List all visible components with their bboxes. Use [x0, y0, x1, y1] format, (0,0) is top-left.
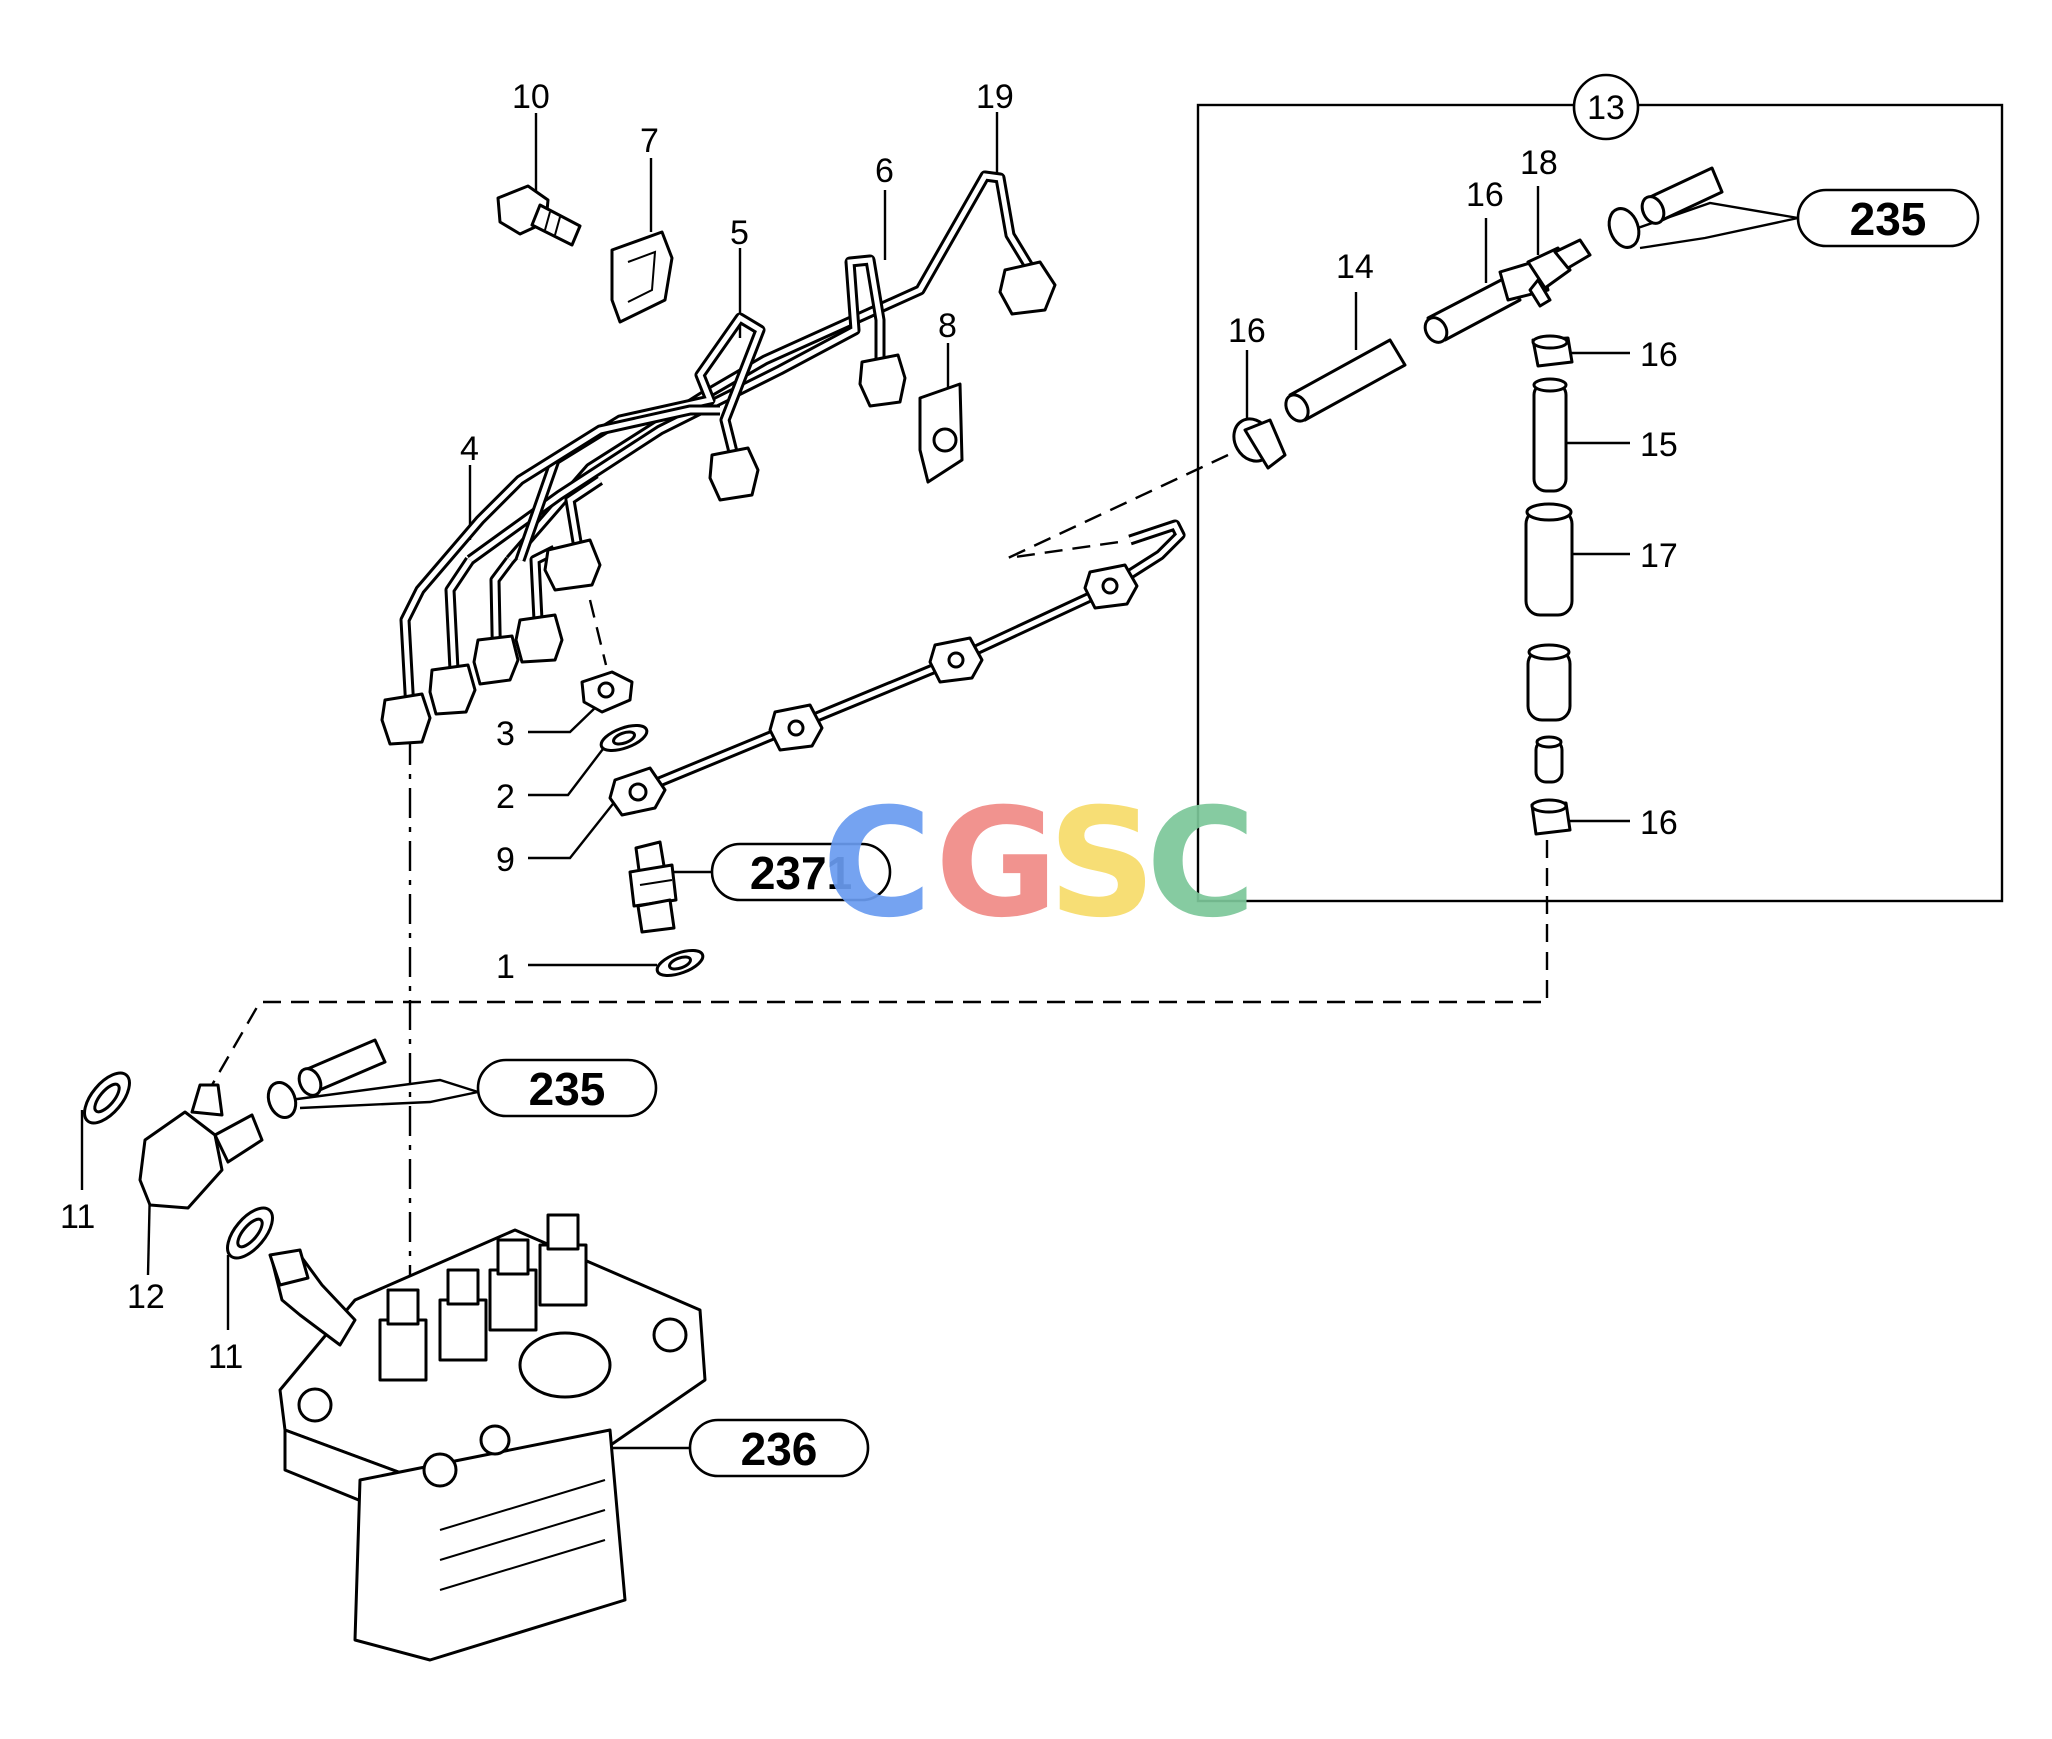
callout-2: 2	[496, 778, 515, 816]
callout-10: 10	[512, 78, 550, 116]
callout-16c: 16	[1640, 336, 1678, 374]
watermark-letter-2: G	[935, 777, 1058, 951]
callout-5: 5	[730, 214, 749, 252]
watermark-letter-3: S	[1048, 777, 1156, 951]
svg-text:236: 236	[741, 1423, 818, 1475]
ref-236[interactable]: 236	[688, 1418, 870, 1478]
callout-7: 7	[640, 122, 659, 160]
svg-text:235: 235	[529, 1063, 606, 1115]
clamp-7	[610, 230, 674, 324]
svg-text:13: 13	[1587, 89, 1625, 127]
callout-3: 3	[496, 715, 515, 753]
callout-16b: 16	[1466, 176, 1504, 214]
callout-13-circle: 13	[1572, 73, 1640, 141]
callout-14: 14	[1336, 248, 1374, 286]
filter-17	[1524, 502, 1574, 617]
svg-text:235: 235	[1850, 193, 1927, 245]
watermark-letter-4: C	[1146, 777, 1256, 951]
callout-9: 9	[496, 841, 515, 879]
callout-15: 15	[1640, 426, 1678, 464]
washer-1	[655, 949, 705, 977]
watermark-letter-1: C	[822, 777, 932, 951]
banjo-fitting-12	[138, 1083, 264, 1210]
hose-clamp-235-top	[1607, 166, 1724, 249]
ref-235-left[interactable]: 235	[476, 1058, 658, 1118]
svg-text:2371: 2371	[750, 847, 852, 899]
injection-pipes	[380, 170, 1057, 746]
ref-235-top[interactable]: 235	[1796, 188, 1980, 248]
clamp-16a	[1232, 417, 1287, 470]
leak-off-pipe-9	[608, 519, 1186, 817]
callout-19: 19	[976, 78, 1014, 116]
callout-8: 8	[938, 307, 957, 345]
callout-11b: 11	[208, 1338, 243, 1376]
callout-6: 6	[875, 152, 894, 190]
callout-4: 4	[460, 430, 479, 468]
connection-lines	[210, 453, 1549, 1298]
hose-clamp-235-left	[266, 1038, 387, 1119]
callout-1: 1	[496, 948, 515, 986]
hose-15	[1532, 377, 1568, 493]
injection-pump-236	[268, 1213, 707, 1662]
hose-short	[1534, 735, 1564, 784]
callout-18: 18	[1520, 144, 1558, 182]
callout-17: 17	[1640, 537, 1678, 575]
clamp-16c	[1530, 798, 1572, 836]
leader-lines	[80, 112, 1799, 1450]
washer-2	[599, 724, 649, 752]
ref-2371[interactable]: 2371	[710, 842, 892, 902]
hose-16-18-assembly	[1423, 238, 1592, 344]
valve-2371	[628, 840, 678, 934]
callout-16a: 16	[1228, 312, 1266, 350]
banjo-bolt-10	[496, 184, 582, 247]
callout-labels: 10 7 5 6 19 8 4 3 2 9 1 11 12 11 16 14 1…	[60, 78, 1678, 1376]
o-ring-11a	[83, 1071, 131, 1125]
nut-3	[580, 670, 634, 714]
clamp-nut-8	[918, 382, 964, 484]
hose-segment	[1526, 643, 1572, 722]
hose-14	[1284, 338, 1407, 423]
clamp-16b	[1531, 334, 1574, 368]
callout-12: 12	[127, 1278, 165, 1316]
callout-11a: 11	[60, 1198, 95, 1236]
watermark-logo: C G S C	[822, 777, 1256, 951]
o-ring-11b	[226, 1206, 274, 1260]
callout-16d: 16	[1640, 804, 1678, 842]
